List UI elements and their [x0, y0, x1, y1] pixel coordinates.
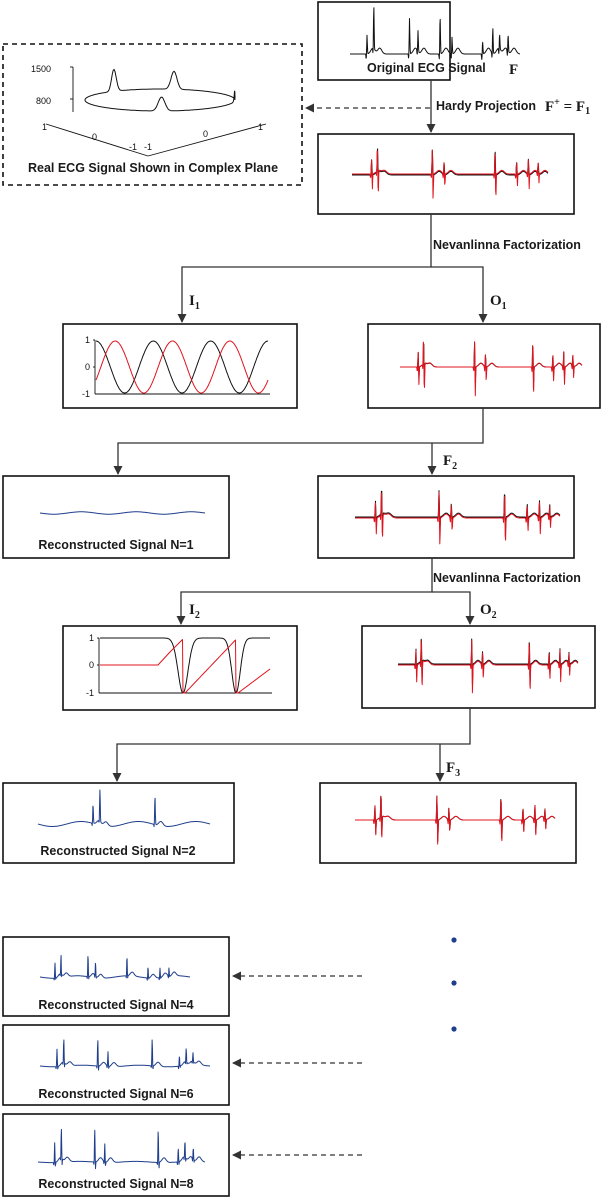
i2-tick-mid: 0 — [89, 660, 94, 670]
complex-plane-box — [2, 43, 303, 186]
recon-n6-caption: Reconstructed Signal N=6 — [38, 1087, 193, 1101]
reconstruction-n8-waveform — [37, 1128, 206, 1170]
complex-plane-plot: 1500 800 1 0 -1 -1 0 1 — [31, 64, 267, 157]
i1-imag-curve — [95, 340, 269, 394]
ellipsis-dot — [451, 980, 457, 986]
o2-label: O2 — [480, 602, 497, 621]
reconstructed-n6-box — [2, 1024, 230, 1106]
i2-tick-bottom: -1 — [86, 688, 94, 698]
f3-label: F3 — [446, 760, 460, 779]
i1-plot: 1 0 -1 — [82, 335, 270, 399]
i2-label: I2 — [189, 602, 200, 621]
complex-y-tick-left: -1 — [144, 142, 152, 152]
o1-label: O1 — [490, 293, 507, 312]
arrow-to-i2 — [176, 558, 433, 625]
reconstruction-n1-waveform — [39, 511, 206, 515]
i2-plot: 1 0 -1 — [86, 633, 272, 698]
complex-plane-ecg-loop — [84, 68, 236, 112]
original-signal-box — [317, 1, 451, 81]
complex-z-tick-bottom: 800 — [36, 96, 51, 106]
f3-imag-waveform — [354, 795, 556, 845]
reconstruction-n2-waveform — [37, 789, 211, 828]
inner-function-i2-box — [62, 625, 298, 711]
arrow-to-i1 — [177, 214, 432, 323]
i2-real-curve — [100, 637, 270, 694]
ellipsis-dot — [451, 1026, 457, 1032]
f2-label: F2 — [443, 453, 457, 472]
i1-tick-top: 1 — [85, 335, 90, 345]
hardy-imag-part-waveform — [351, 149, 549, 199]
original-ecg-waveform — [349, 7, 521, 60]
arrow-to-recon-n1 — [113, 408, 484, 475]
complex-z-tick-top: 1500 — [31, 64, 51, 74]
complex-y-tick-right: 1 — [258, 122, 263, 132]
original-signal-symbol: F — [509, 62, 518, 78]
recon-n2-caption: Reconstructed Signal N=2 — [40, 844, 195, 858]
ellipsis-dot — [451, 937, 457, 943]
o2-real-waveform — [397, 638, 579, 685]
nevanlinna-factorization-label-2: Nevanlinna Factorization — [433, 571, 581, 585]
nevanlinna-factorization-label-1: Nevanlinna Factorization — [433, 238, 581, 252]
recon-n8-caption: Reconstructed Signal N=8 — [38, 1177, 193, 1191]
complex-x-tick-left: 1 — [42, 122, 47, 132]
recon-n1-caption: Reconstructed Signal N=1 — [38, 538, 193, 552]
f2-imag-waveform — [354, 492, 561, 545]
original-signal-caption: Original ECG Signal — [367, 61, 486, 75]
outer-function-o2-box — [361, 625, 596, 709]
reconstructed-n8-box — [2, 1113, 230, 1197]
i2-imag-curve — [100, 639, 271, 694]
o1-imag-waveform — [399, 341, 583, 397]
complex-plane-caption: Real ECG Signal Shown in Complex Plane — [28, 161, 278, 175]
reconstructed-n2-box — [2, 782, 235, 864]
hardy-projection-label: Hardy Projection — [436, 99, 536, 113]
i1-tick-bottom: -1 — [82, 389, 90, 399]
arrow-to-o1 — [431, 266, 488, 323]
i1-label: I1 — [189, 293, 200, 312]
i1-real-curve — [95, 340, 269, 394]
complex-x-tick-right: -1 — [129, 142, 137, 152]
recon-n4-caption: Reconstructed Signal N=4 — [38, 998, 193, 1012]
i1-tick-mid: 0 — [85, 362, 90, 372]
arrow-to-o2 — [432, 591, 475, 625]
reconstruction-n6-waveform — [39, 1039, 211, 1071]
hardy-projection-formula: F+ = F1 — [545, 97, 590, 117]
complex-x-tick-mid: 0 — [92, 132, 97, 142]
o2-imag-waveform — [397, 640, 579, 694]
f2-real-waveform — [354, 490, 561, 530]
reconstruction-n4-waveform — [39, 955, 191, 981]
complex-y-tick-mid: 0 — [203, 129, 208, 139]
i2-tick-top: 1 — [89, 633, 94, 643]
reconstructed-n1-box — [2, 475, 230, 559]
inner-function-i1-box — [62, 323, 298, 409]
arrow-to-recon-n2 — [112, 708, 471, 782]
